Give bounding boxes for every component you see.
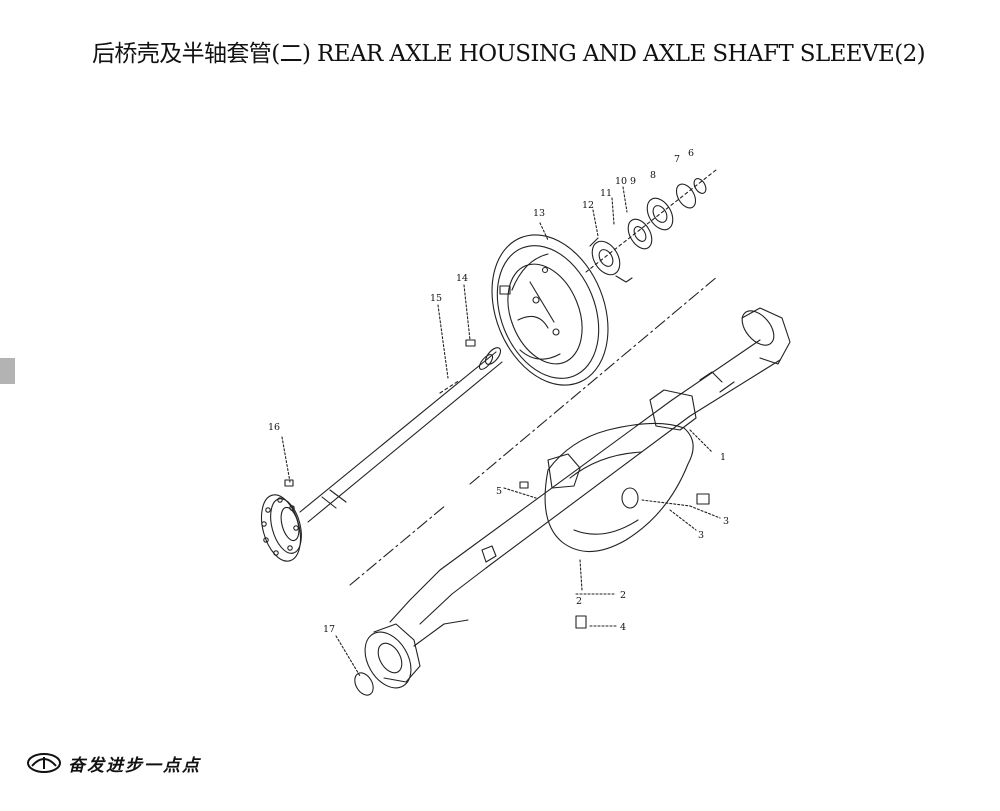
callout-1: 1 [720,452,726,463]
callout-12: 12 [582,200,594,211]
bolt-part-14 [463,284,476,347]
callout-9: 9 [630,176,636,187]
brand-emblem-icon [27,753,61,773]
callout-6: 6 [688,148,694,159]
callout-8: 8 [650,170,656,181]
callout-14: 14 [456,273,468,284]
brake-backing-plate-part-13 [491,222,609,386]
section-line-lower [349,504,447,586]
axle-shaft-part-15 [299,347,503,523]
axle-housing-part-1 [389,307,791,625]
callout-13: 13 [533,208,545,219]
callout-7: 7 [674,154,680,165]
hub-flange-part-17 [335,619,469,696]
callout-3b: 3 [698,530,704,541]
page-title: 后桥壳及半轴套管(二) REAR AXLE HOUSING AND AXLE S… [92,41,926,67]
side-tab[interactable] [0,358,15,384]
callout-5: 5 [496,486,502,497]
callout-16: 16 [268,422,280,433]
callout-15: 15 [430,293,442,304]
callout-2: 2 [620,590,626,601]
footer-logo: 奋发进步一点点 [26,748,201,778]
brand-slogan: 奋发进步一点点 [68,755,201,776]
hub-bearing-stack-parts-6-12 [585,169,717,283]
callout-2b: 2 [576,596,582,607]
callout-11: 11 [600,188,612,199]
callout-4: 4 [620,622,626,633]
callout-10: 10 [615,176,627,187]
section-line-upper [469,275,719,485]
callout-3: 3 [723,516,729,527]
shaft-flange-part-16 [260,436,302,562]
callout-17: 17 [323,624,335,635]
